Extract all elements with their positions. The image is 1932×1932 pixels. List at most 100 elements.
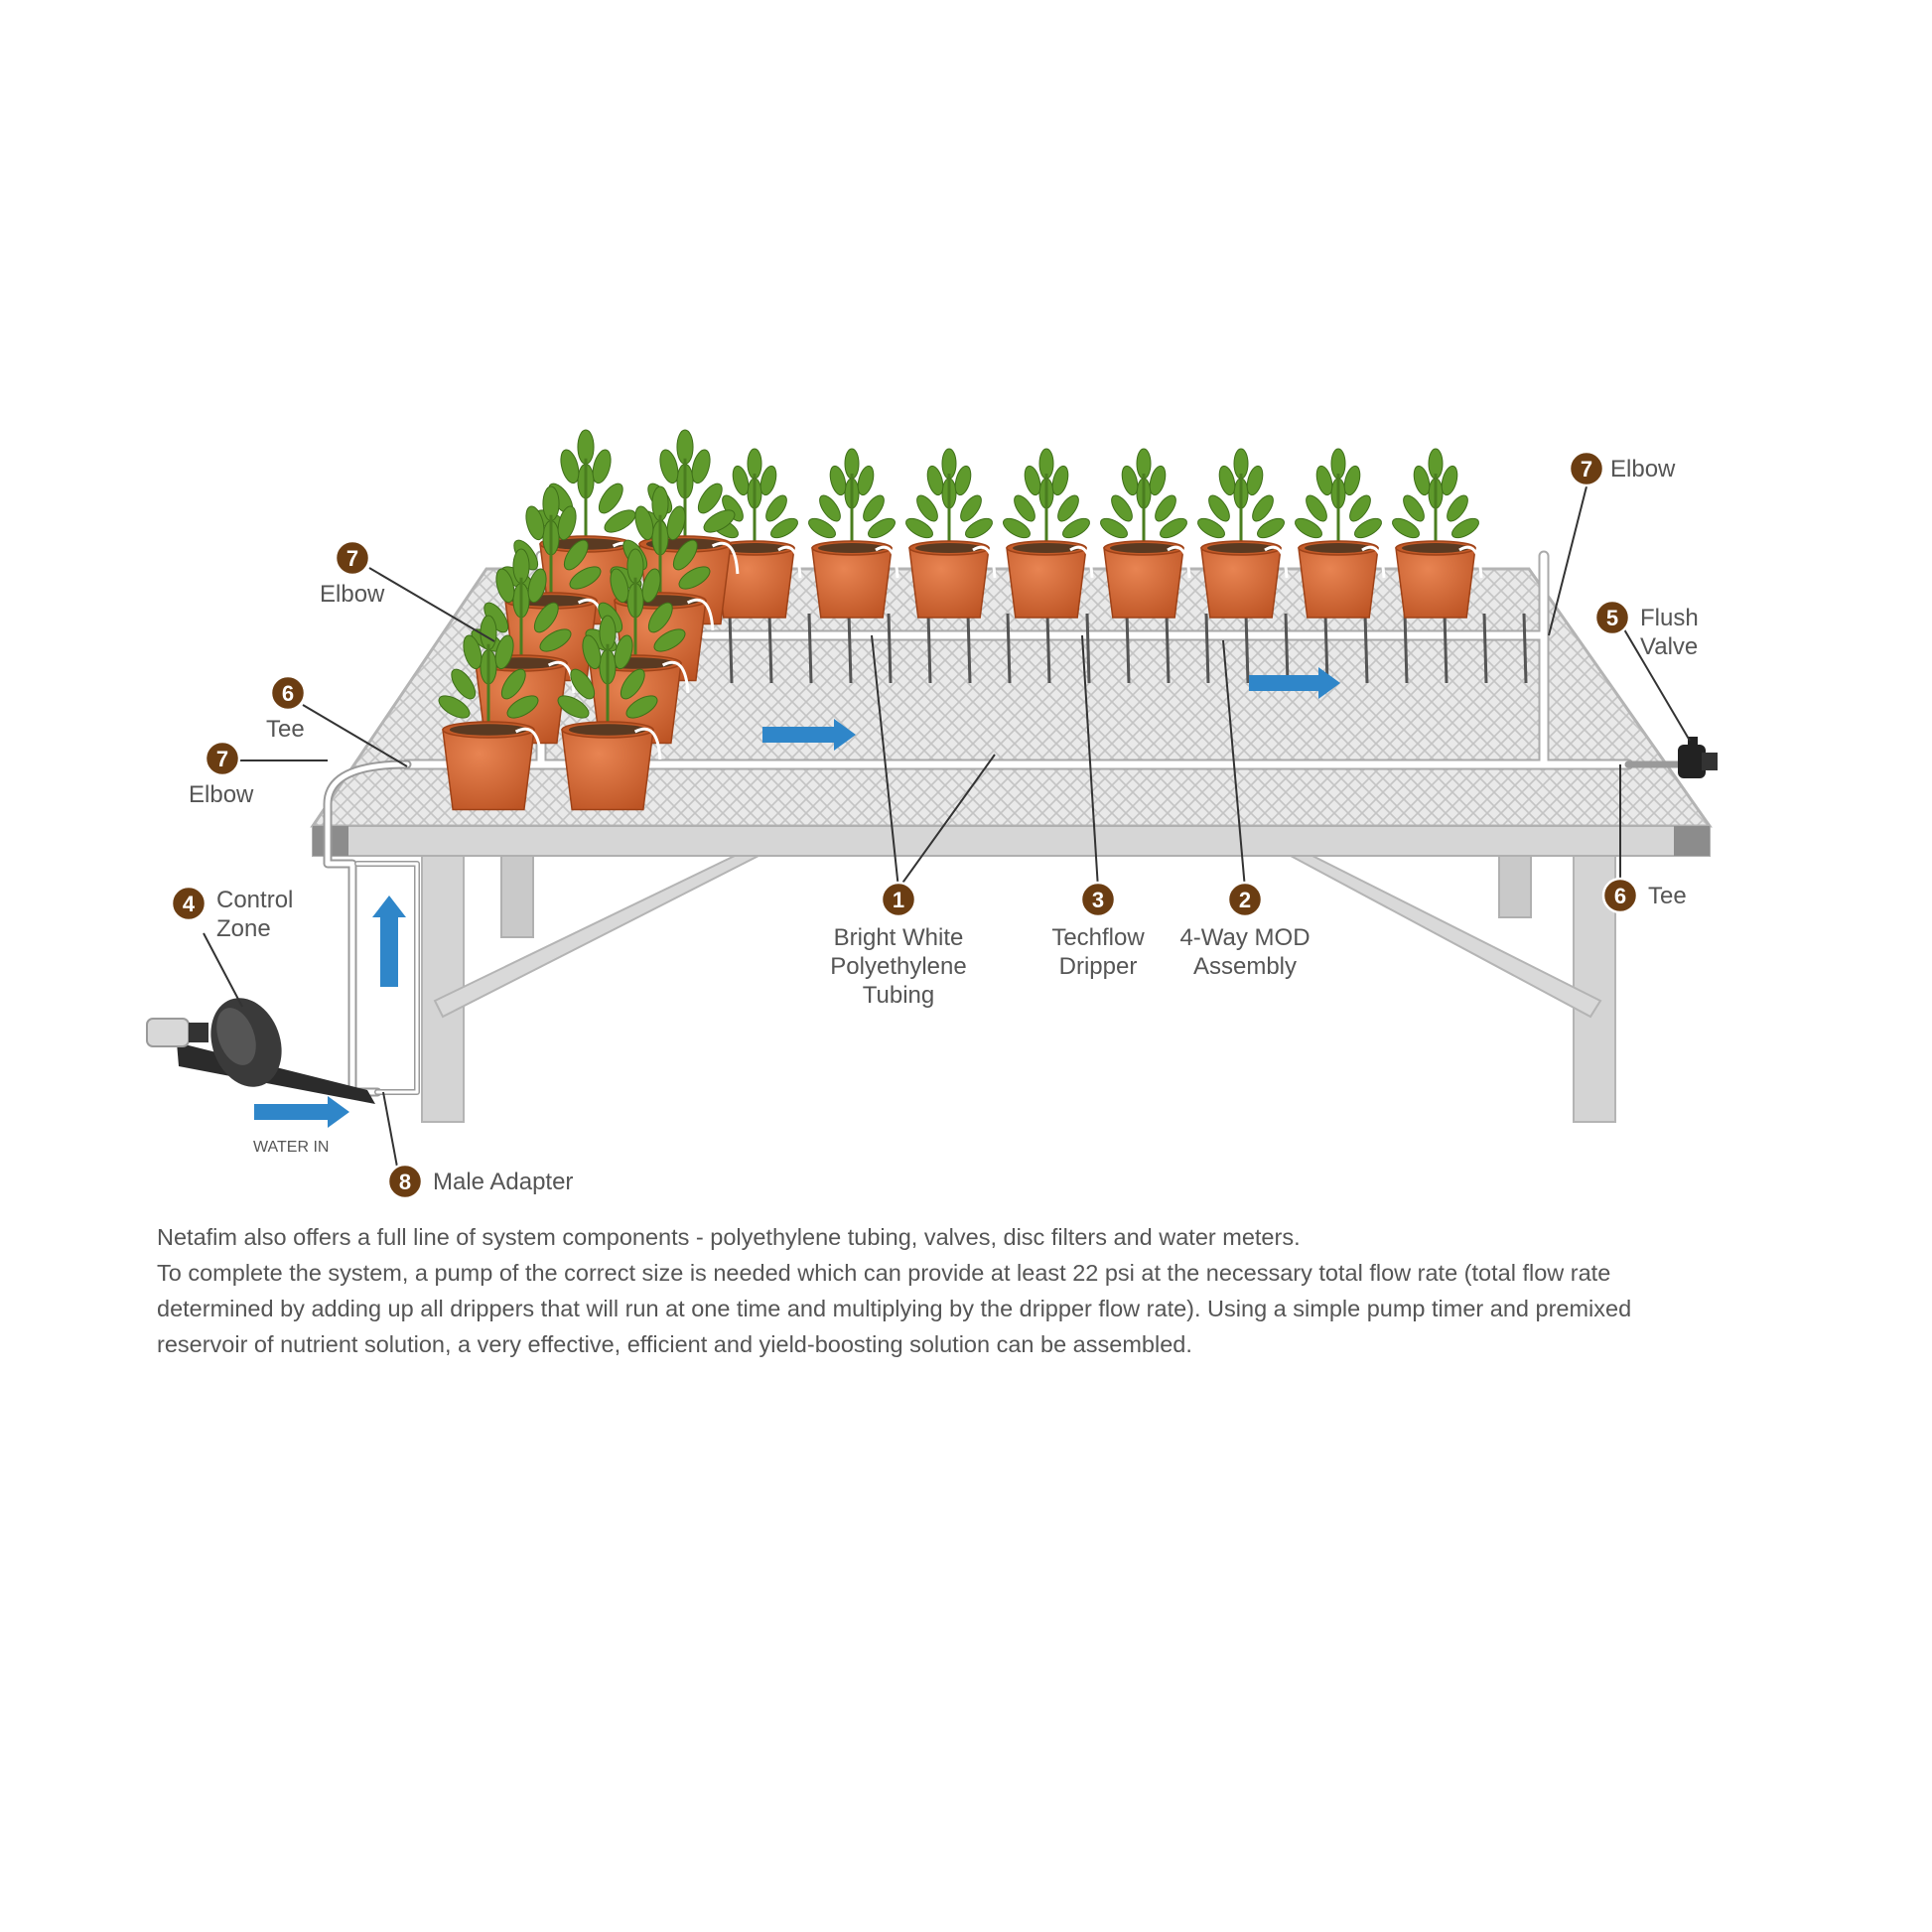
leaf [916,494,938,522]
leaf [678,566,711,590]
leaf [960,494,982,522]
leaf [1451,517,1479,539]
leaf [620,668,645,700]
dripper-stake [1204,613,1210,684]
callout-badge [1593,599,1631,636]
dripper-stake [807,613,813,684]
leaf [1315,465,1333,496]
leader-lines [203,485,1691,1178]
drip-tube [686,598,715,631]
callout-number: 8 [399,1170,411,1194]
potted-plant [808,448,899,619]
dripper-stake [1522,613,1528,684]
leaf [1197,517,1225,539]
leaf [697,483,723,514]
leaf [691,449,711,484]
dripper-stake [1403,613,1409,684]
leaf [808,517,836,539]
callout-badge [880,881,917,918]
pot [561,729,654,811]
callout-label: Dripper [1059,953,1138,980]
leaf [1246,465,1264,496]
potted-plant [1197,448,1289,619]
pot-soil [915,543,983,553]
table-frame [421,855,1616,1123]
callout-label: Polyethylene [830,953,966,980]
caption-line-2: To complete the system, a pump of the co… [157,1260,1632,1357]
leaf [1349,494,1371,522]
dripper-stake [887,613,893,684]
leaf [954,465,972,496]
dripper-stake [728,613,734,684]
callout-badge [204,740,241,777]
callout-badge [386,1163,424,1200]
pot-soil [818,543,886,553]
leaf [1051,465,1069,496]
caption-line-1: Netafim also offers a full line of syste… [157,1224,1301,1250]
leaf [506,695,539,719]
potted-plants [438,429,1483,811]
callout-label: Control [216,887,293,913]
callout-badge [269,674,307,712]
leaf [1057,494,1079,522]
drip-tube [514,727,543,760]
pot [811,547,893,619]
drip-tube [777,545,802,579]
callout-label: Zone [216,915,271,942]
callout-label: Elbow [1610,456,1676,483]
leaf [610,568,629,604]
pot-soil [568,724,647,736]
pot-soil [1207,543,1275,553]
leaf [759,465,777,496]
caption: Netafim also offers a full line of syste… [157,1219,1706,1362]
leaf [1062,517,1090,539]
callout-badge [1568,450,1605,487]
dripper-stake [1443,613,1449,684]
dripper-stake [1045,613,1051,684]
potted-plant [557,615,662,811]
callout-label: Elbow [189,781,254,808]
callout-label: Assembly [1193,953,1297,980]
leaf [557,695,590,719]
callout-label: Tee [266,716,305,743]
pot [442,729,535,811]
callout-number: 7 [346,546,358,571]
arrow-right-icon [1249,667,1340,699]
callout-label: Male Adapter [433,1169,573,1195]
leaf [592,449,612,484]
dripper-stake [1244,613,1250,684]
leaf [829,465,847,496]
leaf [672,539,698,571]
potted-plant [1392,448,1483,619]
leaf [1111,494,1133,522]
leaf [451,668,477,700]
callout-label: Tee [1648,883,1687,909]
leaf [582,634,602,670]
leaf [525,505,545,541]
potted-plant [1003,448,1094,619]
drip-tube [1264,545,1289,579]
leaf [539,628,572,652]
pot [1200,547,1282,619]
drip-tube [661,660,690,694]
pot [1006,547,1087,619]
drip-tube [547,660,576,694]
leaf [438,695,471,719]
leaf [533,602,559,633]
leaf [598,483,623,514]
callout-label: Elbow [320,581,385,608]
callout-number: 2 [1239,888,1251,912]
leaf [1003,517,1031,539]
callout-number: 6 [1614,884,1626,908]
pot-soil [721,543,788,553]
leaf [666,505,686,541]
potted-plant [1100,448,1191,619]
leaf [604,509,636,533]
leaf [1413,465,1431,496]
dripper-stake [1085,613,1091,684]
callout-badge [1079,881,1117,918]
potted-plant [711,448,802,619]
drip-tube [875,545,899,579]
